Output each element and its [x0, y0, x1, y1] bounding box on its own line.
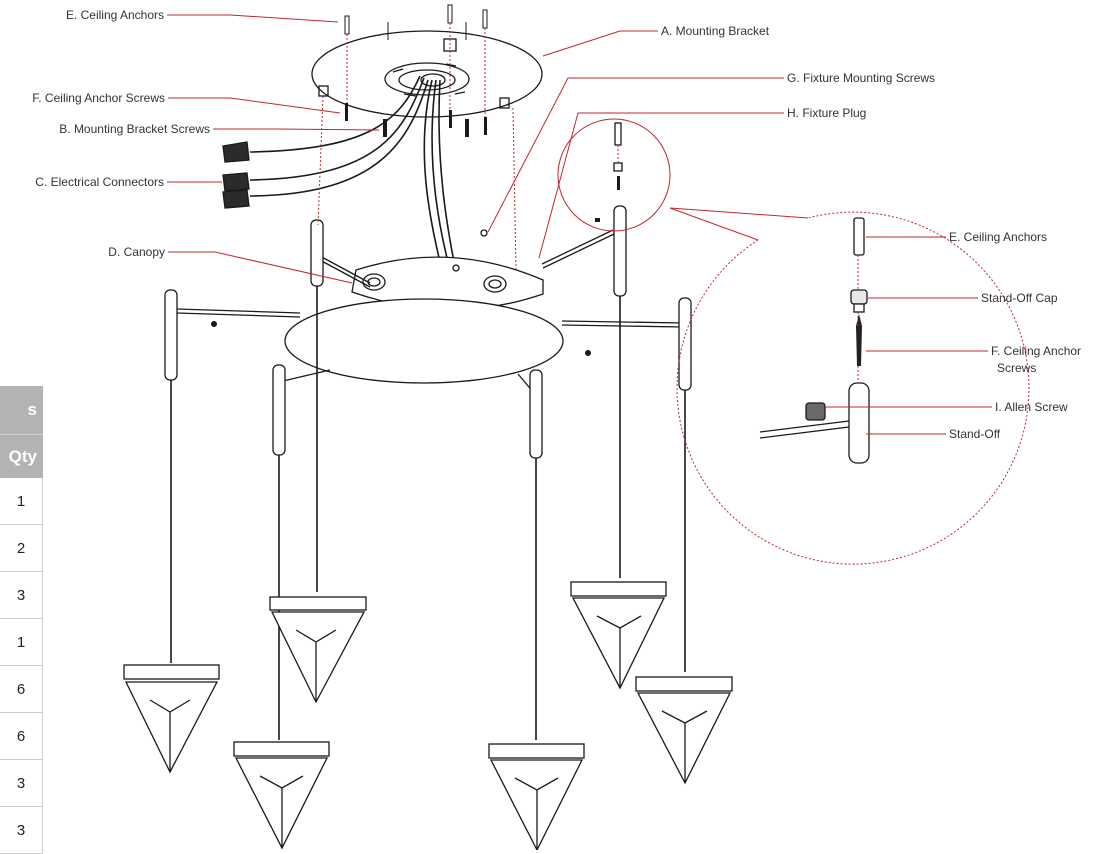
parts-table-qty-cell: 6 — [0, 713, 43, 760]
label-detail-ceiling-anchor-screws: F. Ceiling Anchor — [991, 344, 1082, 358]
arms — [176, 229, 685, 394]
parts-table: s Qty 1 2 3 1 6 6 3 3 — [0, 386, 43, 854]
label-detail-ceiling-anchors: E. Ceiling Anchors — [949, 230, 1048, 244]
parts-table-header-title: s — [0, 386, 43, 434]
label-mounting-bracket-screws: B. Mounting Bracket Screws — [59, 122, 210, 136]
main-disc — [284, 298, 564, 384]
parts-table-qty-cell: 1 — [0, 619, 43, 666]
dashed-guides — [317, 23, 859, 383]
pendant-shade — [233, 741, 330, 850]
pendant-shade — [488, 743, 585, 850]
pendant-shade — [269, 596, 367, 704]
pendant-shade — [123, 664, 220, 774]
label-ceiling-anchors: E. Ceiling Anchors — [65, 8, 164, 22]
label-ceiling-anchor-screws: F. Ceiling Anchor Screws — [32, 91, 165, 105]
callout-leaders — [167, 14, 992, 435]
parts-table-qty-cell: 1 — [0, 478, 43, 525]
parts-table-qty-cell: 3 — [0, 760, 43, 807]
parts-table-qty-cell: 3 — [0, 572, 43, 619]
label-stand-off: Stand-Off — [949, 427, 1001, 441]
detail-parts — [613, 122, 870, 464]
stand-offs — [164, 205, 692, 459]
detail-circles — [557, 118, 1030, 565]
parts-table-qty-cell: 6 — [0, 666, 43, 713]
pendant-shades — [123, 581, 733, 850]
label-allen-screw: I. Allen Screw — [995, 400, 1068, 414]
parts-table-header-qty: Qty — [0, 434, 43, 478]
arm-set-screws — [211, 218, 600, 356]
label-canopy: D. Canopy — [108, 245, 165, 259]
parts-table-qty-cell: 2 — [0, 525, 43, 572]
electrical-connectors — [222, 141, 250, 209]
label-fixture-plug: H. Fixture Plug — [787, 106, 867, 120]
bracket-screws — [345, 103, 487, 137]
label-electrical-connectors: C. Electrical Connectors — [35, 175, 164, 189]
pendant-shade — [570, 581, 667, 690]
label-detail-ceiling-anchor-screws-2: Screws — [997, 361, 1037, 375]
parts-table-qty-cell: 3 — [0, 807, 43, 854]
pendant-shade — [635, 676, 733, 785]
label-fixture-mounting-screws: G. Fixture Mounting Screws — [787, 71, 936, 85]
canopy — [351, 229, 544, 311]
label-mounting-bracket: A. Mounting Bracket — [661, 24, 770, 38]
label-stand-off-cap: Stand-Off Cap — [981, 291, 1058, 305]
